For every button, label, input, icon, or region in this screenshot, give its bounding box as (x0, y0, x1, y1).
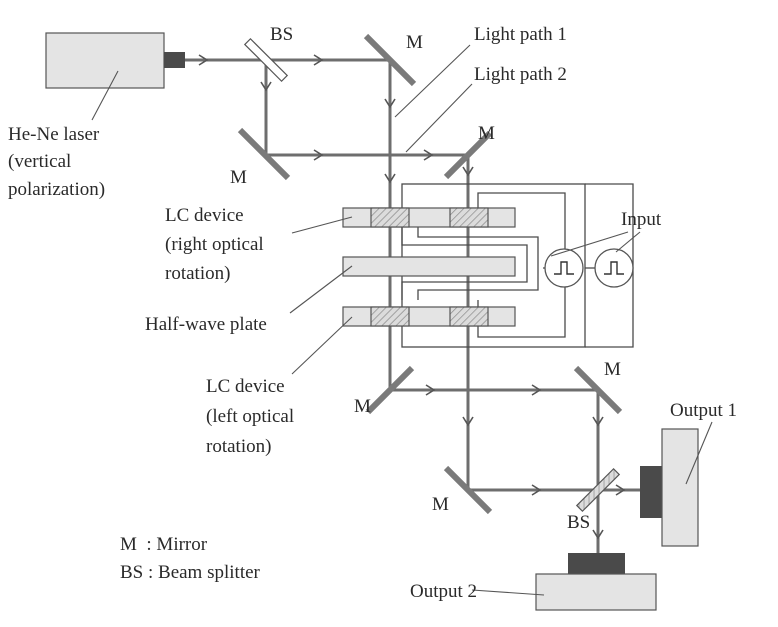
lc-device-right-rotation (342, 207, 516, 228)
half-wave-plate (342, 256, 516, 277)
mirror-left (237, 127, 291, 181)
leader-lines (91, 44, 713, 596)
mirror-label-3: M (478, 123, 495, 144)
input-label: Input (621, 209, 662, 230)
light-path-1-label: Light path 1 (474, 24, 567, 45)
mirrors (237, 33, 623, 515)
half-wave-plate-label: Half-wave plate (145, 314, 267, 335)
mirror-lower-left (365, 365, 415, 415)
legend-beam-splitter: BS : Beam splitter (120, 562, 261, 583)
mirror-label-6: M (432, 494, 449, 515)
output-2-detector (535, 553, 657, 611)
labels: He-Ne laser (vertical polarization) BS M… (8, 24, 737, 602)
lc-left-label-line-1: LC device (206, 376, 285, 397)
mirror-label-2: M (230, 167, 247, 188)
mirror-label-1: M (406, 32, 423, 53)
legend-mirror: M : Mirror (120, 534, 208, 555)
he-ne-laser (45, 32, 185, 89)
laser-label-line-3: polarization) (8, 179, 105, 200)
mirror-label-4: M (354, 396, 371, 417)
laser-label-line-2: (vertical (8, 151, 71, 172)
electrode-wiring (401, 183, 634, 348)
signal-source-2 (594, 248, 634, 288)
lc-right-label-line-2: (right optical (165, 234, 264, 255)
output-1-detector (640, 428, 699, 547)
mirror-mid-right (443, 130, 493, 180)
laser-label-line-1: He-Ne laser (8, 124, 100, 145)
mirror-bottom (443, 465, 493, 515)
lc-right-label-line-1: LC device (165, 205, 244, 226)
bs-bottom-label: BS (567, 512, 590, 533)
beam-splitter-top (243, 37, 289, 83)
mirror-lower-right (573, 365, 623, 415)
beam-arrows (198, 54, 626, 540)
beam-splitter-bottom (575, 467, 621, 513)
mirror-label-5: M (604, 359, 621, 380)
light-path-2-label: Light path 2 (474, 64, 567, 85)
output-1-label: Output 1 (670, 400, 737, 421)
bs-top-label: BS (270, 24, 293, 45)
output-2-label: Output 2 (410, 581, 477, 602)
beam-splitters (243, 37, 621, 513)
lc-left-label-line-2: (left optical (206, 406, 294, 427)
signal-source-1 (544, 248, 584, 288)
lc-right-label-line-3: rotation) (165, 263, 230, 284)
lc-device-left-rotation (342, 306, 516, 327)
mirror-top-right (363, 33, 417, 87)
lc-left-label-line-3: rotation) (206, 436, 271, 457)
